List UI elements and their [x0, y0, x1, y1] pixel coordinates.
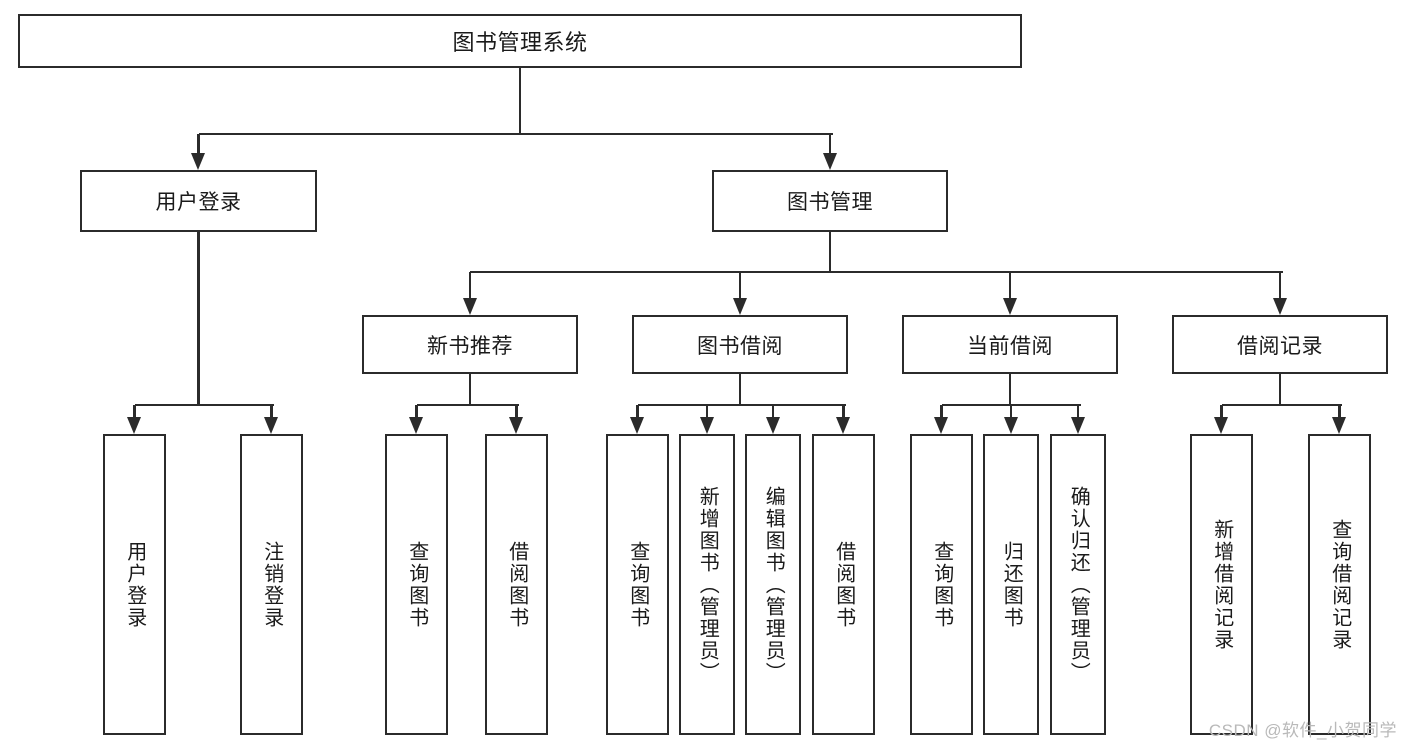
- node-label: 图书管理系统: [452, 30, 588, 55]
- arrowhead-icon: [191, 153, 205, 170]
- connector-line: [134, 403, 274, 407]
- connector-line: [270, 405, 273, 420]
- node-label: 新增借阅记录: [1210, 518, 1233, 651]
- connector-line: [828, 134, 832, 156]
- leaf-node[interactable]: 新增图书（管理员）: [679, 434, 735, 735]
- arrowhead-icon: [1003, 417, 1018, 434]
- connector-line: [198, 132, 833, 136]
- connector-line: [518, 68, 522, 134]
- node-label: 图书借阅: [697, 334, 783, 358]
- leaf-node[interactable]: 查询图书: [385, 434, 448, 735]
- connector-line: [940, 405, 943, 420]
- leaf-node[interactable]: 查询借阅记录: [1308, 434, 1371, 735]
- node-new-book-recommend[interactable]: 新书推荐: [362, 315, 578, 374]
- node-label: 查询借阅记录: [1328, 518, 1351, 651]
- arrowhead-icon: [1332, 417, 1346, 434]
- connector-line: [738, 272, 742, 301]
- node-label: 用户登录: [155, 191, 242, 214]
- node-borrow-record[interactable]: 借阅记录: [1172, 315, 1388, 374]
- arrowhead-icon: [699, 417, 714, 434]
- connector-line: [1076, 405, 1080, 420]
- connector-line: [738, 374, 742, 405]
- node-label: 借阅记录: [1237, 334, 1323, 358]
- arrowhead-icon: [1214, 417, 1228, 434]
- leaf-node[interactable]: 编辑图书（管理员）: [745, 434, 801, 735]
- connector-line: [771, 405, 775, 420]
- connector-line: [1278, 374, 1282, 405]
- connector-line: [515, 405, 518, 420]
- arrowhead-icon: [630, 417, 644, 434]
- connector-line: [133, 405, 136, 420]
- leaf-node[interactable]: 借阅图书: [485, 434, 548, 735]
- node-label: 新书推荐: [427, 334, 513, 358]
- arrowhead-icon: [1070, 417, 1085, 434]
- leaf-node[interactable]: 查询图书: [606, 434, 669, 735]
- arrowhead-icon: [836, 417, 850, 434]
- node-label: 编辑图书（管理员）: [762, 485, 785, 684]
- connector-line: [1338, 405, 1341, 420]
- connector-line: [1009, 405, 1013, 420]
- connector-line: [468, 374, 472, 405]
- node-book-borrow[interactable]: 图书借阅: [632, 315, 848, 374]
- arrowhead-icon: [1272, 298, 1287, 315]
- connector-line: [828, 232, 832, 272]
- connector-line: [705, 405, 709, 420]
- arrowhead-icon: [1002, 298, 1017, 315]
- node-label: 查询图书: [930, 540, 953, 629]
- arrowhead-icon: [509, 417, 523, 434]
- node-label: 确认归还（管理员）: [1067, 485, 1090, 684]
- connector-line: [197, 232, 200, 405]
- leaf-node[interactable]: 归还图书: [983, 434, 1039, 735]
- connector-line: [1278, 272, 1282, 301]
- arrowhead-icon: [409, 417, 423, 434]
- connector-line: [1008, 374, 1012, 405]
- connector-line: [197, 134, 200, 156]
- node-label: 借阅图书: [505, 540, 528, 629]
- node-label: 当前借阅: [967, 334, 1053, 358]
- connector-line: [416, 403, 519, 407]
- node-label: 新增图书（管理员）: [696, 485, 719, 684]
- node-book-management[interactable]: 图书管理: [712, 170, 948, 232]
- connector-line: [637, 403, 846, 407]
- arrowhead-icon: [822, 153, 837, 170]
- watermark-credit: CSDN @软件_小贺同学: [1208, 721, 1397, 740]
- node-current-borrow[interactable]: 当前借阅: [902, 315, 1118, 374]
- arrowhead-icon: [127, 417, 141, 434]
- connector-line: [415, 405, 418, 420]
- node-label: 借阅图书: [832, 540, 855, 629]
- connector-line: [1008, 272, 1012, 301]
- leaf-node[interactable]: 新增借阅记录: [1190, 434, 1253, 735]
- arrowhead-icon: [765, 417, 780, 434]
- arrowhead-icon: [934, 417, 948, 434]
- connector-line: [636, 405, 639, 420]
- connector-line: [1221, 403, 1342, 407]
- arrowhead-icon: [462, 298, 477, 315]
- node-label: 查询图书: [405, 540, 428, 629]
- arrowhead-icon: [264, 417, 278, 434]
- node-label: 用户登录: [123, 540, 146, 629]
- node-user-login[interactable]: 用户登录: [80, 170, 317, 232]
- connector-line: [842, 405, 845, 420]
- leaf-node[interactable]: 借阅图书: [812, 434, 875, 735]
- node-root-system[interactable]: 图书管理系统: [18, 14, 1022, 68]
- connector-line: [468, 272, 472, 301]
- leaf-node[interactable]: 注销登录: [240, 434, 303, 735]
- leaf-node[interactable]: 查询图书: [910, 434, 973, 735]
- node-label: 查询图书: [626, 540, 649, 629]
- leaf-node[interactable]: 用户登录: [103, 434, 166, 735]
- node-label: 注销登录: [260, 540, 283, 629]
- connector-line: [470, 270, 1283, 274]
- arrowhead-icon: [732, 298, 747, 315]
- node-label: 图书管理: [787, 191, 873, 214]
- connector-line: [1220, 405, 1223, 420]
- node-label: 归还图书: [1000, 540, 1023, 629]
- leaf-node[interactable]: 确认归还（管理员）: [1050, 434, 1106, 735]
